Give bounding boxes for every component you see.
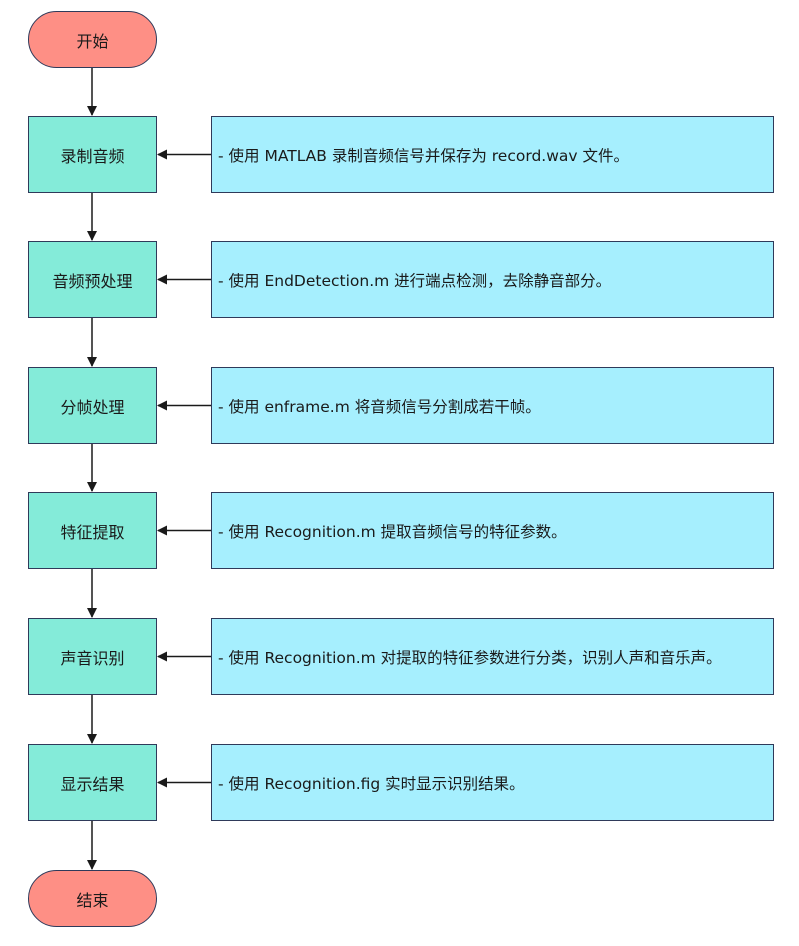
step-label: 录制音频 — [60, 146, 125, 166]
step-label: 分帧处理 — [60, 397, 125, 417]
note-text: - 使用 Recognition.m 对提取的特征参数进行分类，识别人声和音乐声… — [218, 648, 722, 667]
note-record-audio: - 使用 MATLAB 录制音频信号并保存为 record.wav 文件。 — [211, 116, 774, 193]
note-display-result: - 使用 Recognition.fig 实时显示识别结果。 — [211, 744, 774, 821]
note-text: - 使用 enframe.m 将音频信号分割成若干帧。 — [218, 397, 541, 416]
note-framing: - 使用 enframe.m 将音频信号分割成若干帧。 — [211, 367, 774, 444]
note-text: - 使用 Recognition.fig 实时显示识别结果。 — [218, 774, 525, 793]
step-label: 特征提取 — [60, 522, 125, 542]
note-sound-recognition: - 使用 Recognition.m 对提取的特征参数进行分类，识别人声和音乐声… — [211, 618, 774, 695]
step-label: 音频预处理 — [52, 271, 133, 291]
step-feature-extraction: 特征提取 — [28, 492, 157, 569]
note-feature-extraction: - 使用 Recognition.m 提取音频信号的特征参数。 — [211, 492, 774, 569]
start-node: 开始 — [28, 11, 157, 68]
note-text: - 使用 MATLAB 录制音频信号并保存为 record.wav 文件。 — [218, 146, 629, 165]
step-preprocess: 音频预处理 — [28, 241, 157, 318]
step-display-result: 显示结果 — [28, 744, 157, 821]
end-label: 结束 — [76, 890, 109, 910]
step-sound-recognition: 声音识别 — [28, 618, 157, 695]
step-framing: 分帧处理 — [28, 367, 157, 444]
start-label: 开始 — [76, 31, 109, 51]
note-text: - 使用 EndDetection.m 进行端点检测，去除静音部分。 — [218, 271, 612, 290]
step-label: 声音识别 — [60, 648, 125, 668]
step-label: 显示结果 — [60, 774, 125, 794]
note-text: - 使用 Recognition.m 提取音频信号的特征参数。 — [218, 522, 567, 541]
end-node: 结束 — [28, 870, 157, 927]
step-record-audio: 录制音频 — [28, 116, 157, 193]
note-preprocess: - 使用 EndDetection.m 进行端点检测，去除静音部分。 — [211, 241, 774, 318]
